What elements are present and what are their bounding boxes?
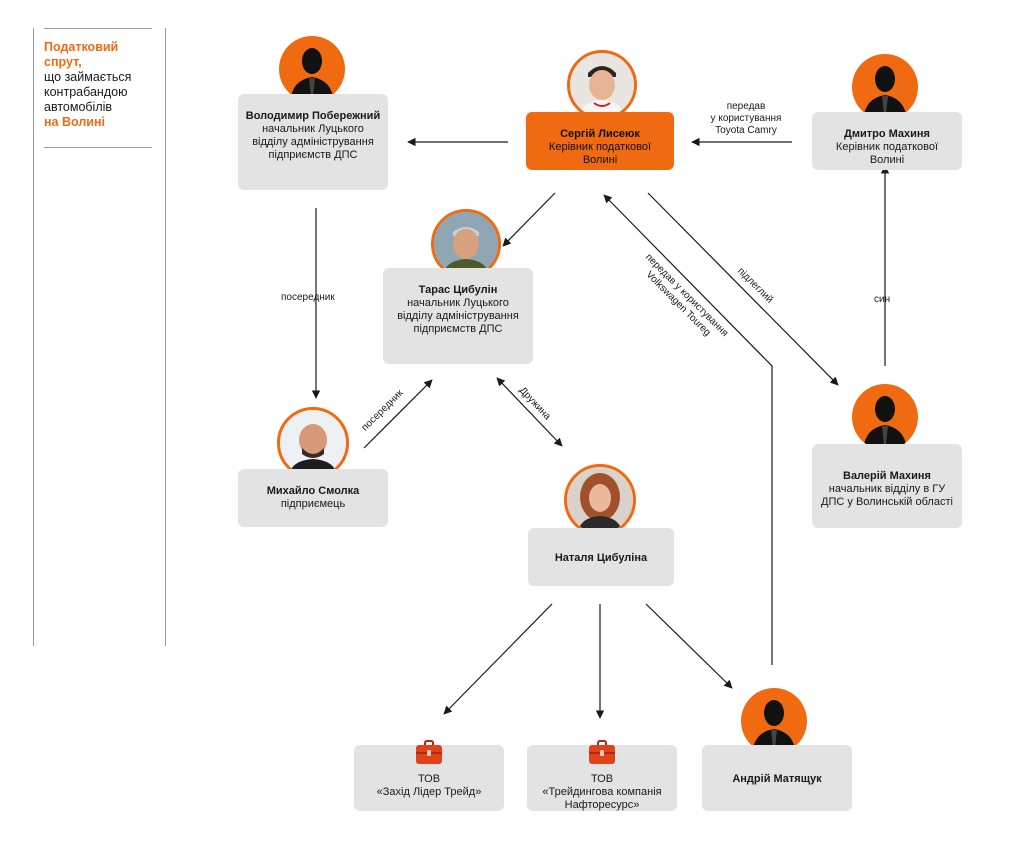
avatar-valerii [852,384,918,450]
person-role: начальник відділу в ГУ ДПС у Волинській … [821,483,953,508]
person-name: Тарас Цибулін [418,284,498,296]
card-volodymyr: Володимир Побережний начальник Луцького … [238,94,388,190]
company-type: ТОВ [590,773,614,785]
sidebar-title: Податковий спрут, що займається контраба… [44,40,162,130]
card-valerii: Валерій Махиня начальник відділу в ГУ ДП… [812,444,962,528]
person-role: начальник Луцького відділу адмініструван… [397,297,519,335]
person-role: Керівник податкової Волині [548,141,652,166]
edge-natalia-to-andrii [645,603,733,689]
edge-andrii-to-serhii [603,194,773,665]
person-photo-icon [570,53,634,117]
person-name: Валерій Махиня [843,470,931,482]
title-highlight-2: спрут, [44,55,82,69]
person-silhouette-icon [290,48,334,102]
person-silhouette-icon [863,396,907,450]
title-text-4: контрабандою [44,85,128,99]
title-text-5: автомобілів [44,100,113,114]
card-natalia: Наталя Цибуліна [528,528,674,586]
edge-natalia-to-zakhid [443,603,553,715]
sidebar-top-rule [44,28,152,29]
sidebar-right-rule [165,28,166,646]
edge-taras-natalia [496,377,563,447]
card-dmytro: Дмитро Махиня Керівник податкової Волині [812,112,962,170]
card-taras: Тарас Цибулін начальник Луцького відділу… [383,268,533,364]
person-silhouette-icon [863,66,907,120]
edge-label-toyota: передав у користування Toyota Camry [710,101,782,136]
person-photo-icon [434,212,498,276]
company-type: ТОВ [417,773,441,785]
sidebar-left-rule [33,28,34,646]
title-highlight-1: Податковий [44,40,119,54]
person-role: Керівник податкової Волині [835,141,939,166]
company-name: «Трейдингова компанія Нафторесурс» [542,786,662,811]
card-andrii: Андрій Матящук [702,745,852,811]
edge-label-son: син [874,294,891,305]
card-mykhailo: Михайло Смолка підприємець [238,469,388,527]
title-highlight-6: на Волині [44,115,105,129]
card-serhii: Сергій Лисеюк Керівник податкової Волині [526,112,674,170]
person-name: Сергій Лисеюк [560,128,640,140]
edge-mykhailo-to-taras [363,379,433,449]
briefcase-icon [587,738,617,766]
sidebar-bottom-rule [44,147,152,148]
edge-serhii-to-valerii [647,192,839,386]
person-name: Наталя Цибуліна [554,552,648,564]
person-name: Дмитро Махиня [844,128,930,140]
avatar-taras-photo [431,209,501,279]
edge-label-mediator-1: посередник [281,292,335,303]
avatar-volodymyr [279,36,345,102]
company-name: «Захід Лідер Трейд» [376,786,482,798]
avatar-natalia-photo [564,464,636,536]
person-role: начальник Луцького відділу адмініструван… [252,123,374,161]
person-photo-icon [280,410,346,476]
person-name: Михайло Смолка [266,485,360,497]
person-photo-icon [567,467,633,533]
person-name: Володимир Побережний [245,110,381,122]
person-name: Андрій Матящук [732,773,822,785]
avatar-dmytro [852,54,918,120]
title-text-3: що займається [44,70,132,84]
briefcase-icon [414,738,444,766]
person-role: підприємець [280,498,346,510]
edge-serhii-to-taras [502,192,556,247]
avatar-serhii-photo [567,50,637,120]
